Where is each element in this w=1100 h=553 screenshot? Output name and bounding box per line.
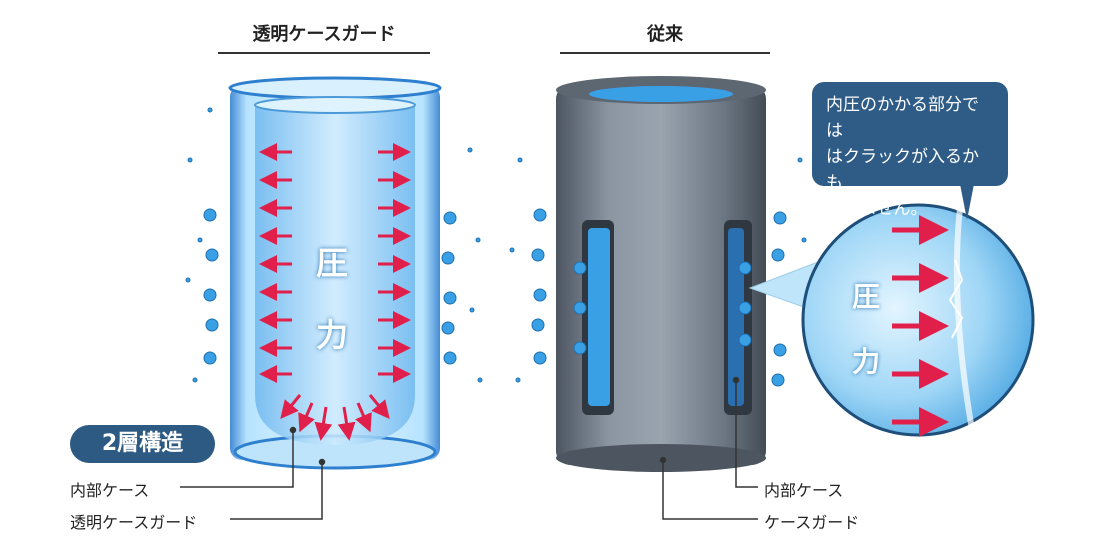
pressure-char-2-left: 力 bbox=[316, 316, 349, 354]
label-clear-guard: 透明ケースガード bbox=[70, 513, 198, 532]
two-layer-badge: 2層構造 bbox=[70, 425, 215, 463]
label-inner-case-left: 内部ケース bbox=[70, 481, 150, 500]
label-inner-case-right: 内部ケース bbox=[764, 481, 844, 500]
callout-line-1: 内圧のかかる部分では bbox=[826, 95, 979, 141]
pressure-char-2-zoom: 力 bbox=[852, 345, 881, 378]
metal-case-guard bbox=[556, 76, 766, 472]
leader-lines-left bbox=[180, 426, 326, 520]
pressure-char-1-zoom: 圧 bbox=[852, 280, 881, 313]
header-clear-guard: 透明ケースガード bbox=[252, 24, 396, 45]
callout-line-3: しれません。 bbox=[826, 199, 928, 219]
inner-case-left bbox=[254, 96, 416, 445]
pressure-char-1-left: 圧 bbox=[316, 244, 349, 282]
water-droplets-right bbox=[509, 157, 807, 387]
zoom-circle bbox=[801, 203, 1035, 437]
callout-line-2: はクラックが入るかも bbox=[826, 147, 979, 193]
crack-callout: 内圧のかかる部分では はクラックが入るかも しれません。 bbox=[812, 82, 1008, 219]
water-droplets-left bbox=[185, 107, 483, 383]
pressure-arrows-left bbox=[259, 143, 411, 441]
pressure-arrows-zoom bbox=[892, 215, 949, 437]
label-case-guard: ケースガード bbox=[764, 513, 860, 532]
callout-tail bbox=[960, 184, 974, 220]
leader-lines-right bbox=[659, 376, 758, 520]
header-conventional: 従来 bbox=[647, 24, 683, 45]
